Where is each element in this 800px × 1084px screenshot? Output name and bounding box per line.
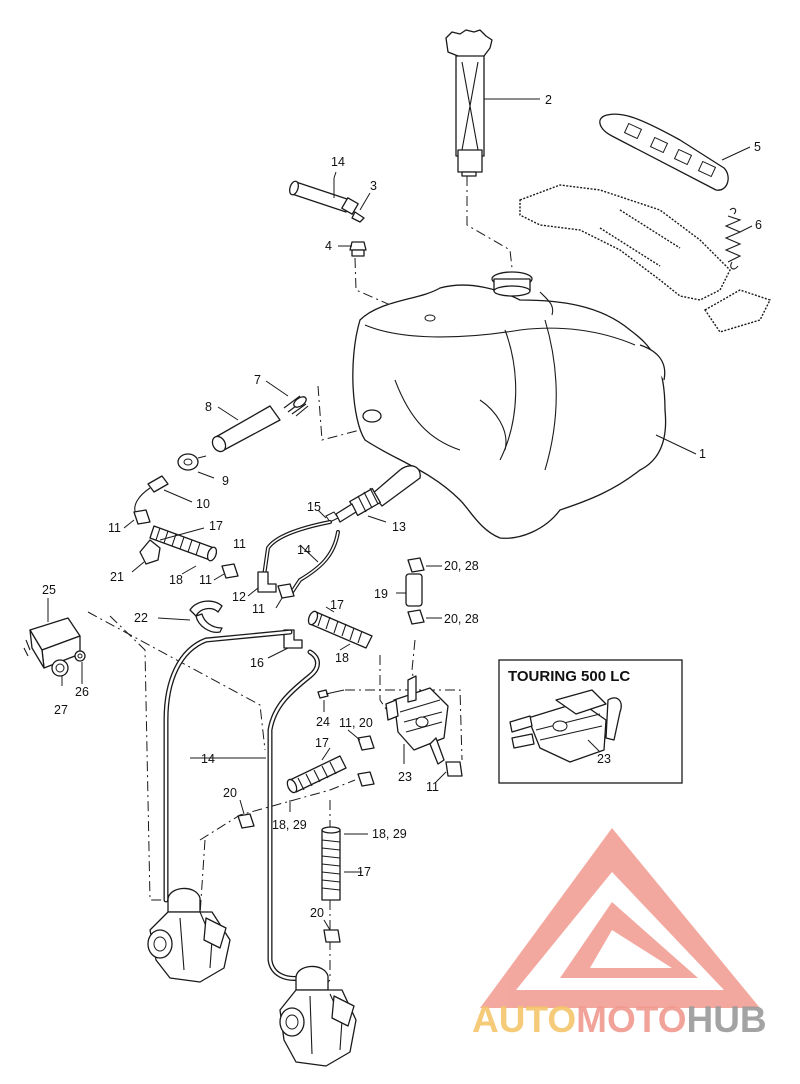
callout-8: 8 — [205, 400, 212, 414]
callout-11-b: 11 — [233, 537, 246, 551]
callout-27: 27 — [54, 703, 68, 717]
callout-9: 9 — [222, 474, 229, 488]
callout-10: 10 — [196, 497, 210, 511]
callout-18-29-b: 18, 29 — [372, 827, 407, 841]
touring-inset-title: TOURING 500 LC — [508, 668, 630, 685]
callout-3: 3 — [370, 179, 377, 193]
grommet-9 — [177, 453, 207, 471]
callout-21: 21 — [110, 570, 124, 584]
callout-16: 16 — [250, 656, 264, 670]
callout-12: 12 — [232, 590, 246, 604]
clamp-11-a — [133, 509, 151, 525]
callout-labels: 1 2 3 4 5 6 7 8 9 10 11 11 11 11 11, 20 … — [42, 93, 762, 920]
clip-21 — [139, 539, 161, 565]
touring-inset: TOURING 500 LC — [498, 659, 683, 784]
callout-24: 24 — [316, 715, 330, 729]
vent-tube-14 — [288, 180, 351, 213]
clip-22 — [189, 600, 223, 633]
clamp-20-28-top — [407, 557, 425, 573]
callout-18-b: 18 — [335, 651, 349, 665]
fuel-gauge-cap — [445, 29, 493, 177]
callout-17-c: 17 — [315, 736, 329, 750]
fuel-hose-17-c — [286, 755, 347, 794]
watermark-text: AUTOMOTOHUB — [472, 999, 767, 1040]
callout-14-c: 14 — [201, 752, 215, 766]
leader-lines — [47, 98, 753, 931]
ring-27 — [51, 659, 69, 677]
fuel-hose-17-a — [149, 525, 218, 562]
callout-20-d: 20 — [310, 906, 324, 920]
spring — [724, 207, 742, 270]
clamp-11-20 — [357, 735, 375, 787]
clamp-11-b — [221, 563, 239, 579]
watermark-logo-triangle — [480, 828, 760, 1008]
callout-13: 13 — [392, 520, 406, 534]
tube-8 — [211, 405, 281, 453]
fuel-pump-23 — [385, 675, 449, 765]
bolt-24 — [317, 689, 345, 699]
carburetor-right — [279, 965, 357, 1067]
callout-18-29-a: 18, 29 — [272, 818, 307, 832]
callout-11-d: 11 — [252, 602, 265, 616]
clamp-20-28-bottom — [407, 609, 425, 625]
t-fitting-12 — [257, 571, 277, 593]
fuel-line-14-long — [163, 629, 320, 981]
callout-11-a: 11 — [108, 521, 121, 535]
primer-13 — [335, 465, 421, 523]
callout-17-b: 17 — [330, 598, 344, 612]
watermark-auto: AUTO — [472, 999, 576, 1040]
clamp-20-d — [323, 929, 341, 943]
callout-20-28-a: 20, 28 — [444, 559, 479, 573]
callout-11-c: 11 — [199, 573, 212, 587]
callout-20-28-b: 20, 28 — [444, 612, 479, 626]
callout-7: 7 — [254, 373, 261, 387]
fitting-15 — [325, 511, 339, 523]
fuel-tank — [352, 271, 667, 539]
relay-25 — [23, 617, 81, 669]
callout-25: 25 — [42, 583, 56, 597]
spring-clamp-7 — [283, 395, 309, 417]
clamp-11-c — [277, 583, 295, 599]
callout-17-a: 17 — [209, 519, 223, 533]
vent-valve-3 — [341, 197, 365, 223]
callout-14-b: 14 — [297, 543, 311, 557]
touring-fuel-pump — [509, 689, 622, 763]
fitting-10 — [134, 475, 169, 515]
callout-18-a: 18 — [169, 573, 183, 587]
clamp-20-c — [237, 813, 255, 829]
callout-11-20: 11, 20 — [339, 716, 373, 730]
callout-22: 22 — [134, 611, 148, 625]
touring-callout-23: 23 — [597, 752, 611, 766]
carburetor-left — [147, 887, 231, 983]
tube-19 — [405, 573, 423, 607]
callout-14-a: 14 — [331, 155, 345, 169]
fuel-line-14-upper — [262, 520, 340, 594]
callout-26: 26 — [75, 685, 89, 699]
callout-23: 23 — [398, 770, 412, 784]
callout-1: 1 — [699, 447, 706, 461]
watermark-hub: HUB — [686, 999, 766, 1040]
callout-6: 6 — [755, 218, 762, 232]
fuel-hose-17-b — [307, 610, 373, 649]
tank-gasket — [519, 184, 771, 333]
callout-20-c: 20 — [223, 786, 237, 800]
callout-4: 4 — [325, 239, 332, 253]
tank-trim-plate — [599, 113, 729, 191]
callout-15: 15 — [307, 500, 321, 514]
callout-2: 2 — [545, 93, 552, 107]
callout-17-d: 17 — [357, 865, 371, 879]
watermark-moto: MOTO — [576, 999, 686, 1040]
svg-text:AUTOMOTOHUB: AUTOMOTOHUB — [472, 999, 767, 1040]
callout-19: 19 — [374, 587, 388, 601]
callout-5: 5 — [754, 140, 761, 154]
grommet-4 — [349, 241, 367, 257]
fuel-hose-17-d — [321, 826, 341, 901]
clamp-11-f — [445, 761, 463, 777]
washer-26 — [74, 650, 86, 662]
callout-11-f: 11 — [426, 780, 439, 794]
